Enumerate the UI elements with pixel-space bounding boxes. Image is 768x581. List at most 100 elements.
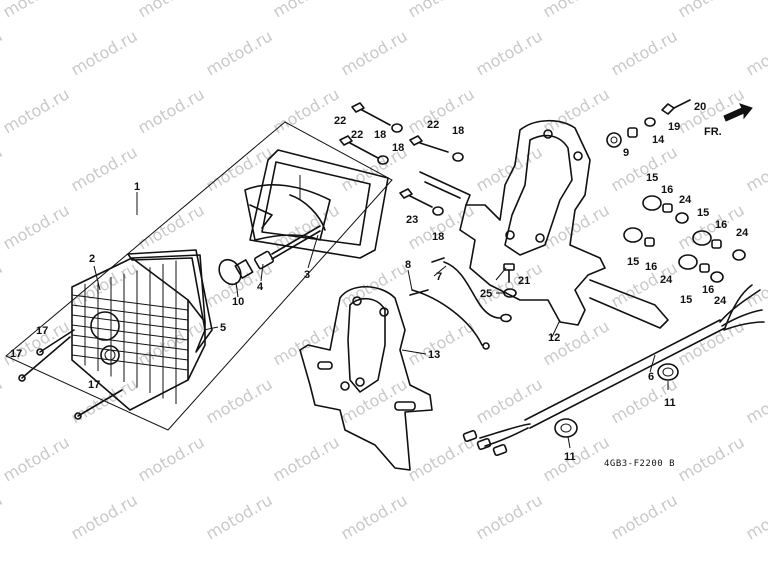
callout-22: 22 <box>351 129 363 141</box>
watermark-text: motod.ru <box>743 258 768 311</box>
watermark-text: motod.ru <box>0 258 6 311</box>
watermark-text: motod.ru <box>338 26 411 79</box>
diagram-code: 4GB3-F2200 B <box>604 459 675 469</box>
watermark-text: motod.ru <box>0 26 6 79</box>
callout-10: 10 <box>232 296 244 308</box>
callout-4: 4 <box>257 281 264 293</box>
watermark-text: motod.ru <box>68 258 141 311</box>
rubber-mount <box>607 133 621 147</box>
cushion-set <box>624 228 654 246</box>
grommet <box>555 419 577 437</box>
callout-22: 22 <box>334 115 346 127</box>
watermark-text: motod.ru <box>743 26 768 79</box>
watermark-text: motod.ru <box>203 142 276 195</box>
washer <box>392 124 402 132</box>
watermark-text: motod.ru <box>338 258 411 311</box>
watermark-text: motod.ru <box>203 26 276 79</box>
callout-24: 24 <box>660 274 673 286</box>
watermark-text: motod.ru <box>675 0 748 21</box>
watermark-text: motod.ru <box>405 84 478 137</box>
watermark-text: motod.ru <box>473 374 546 427</box>
watermark-text: motod.ru <box>743 490 768 543</box>
callout-24: 24 <box>679 194 692 206</box>
callout-18: 18 <box>432 231 444 243</box>
watermark-text: motod.ru <box>68 490 141 543</box>
washer <box>453 153 463 161</box>
watermark-text: motod.ru <box>0 142 6 195</box>
callout-18: 18 <box>452 125 464 137</box>
callout-18: 18 <box>374 129 386 141</box>
watermark-text: motod.ru <box>270 432 343 485</box>
collar <box>628 128 637 137</box>
cushion-set <box>679 255 723 282</box>
callout-11: 11 <box>564 451 576 463</box>
watermark-text: motod.ru <box>473 258 546 311</box>
callout-25: 25 <box>480 288 492 300</box>
callout-15: 15 <box>646 172 658 184</box>
watermark-text: motod.ru <box>473 490 546 543</box>
bolt <box>400 189 432 207</box>
watermark-text: motod.ru <box>405 432 478 485</box>
watermark-text: motod.ru <box>405 0 478 21</box>
callout-1: 1 <box>134 181 140 193</box>
watermark-text: motod.ru <box>608 490 681 543</box>
callout-7: 7 <box>436 271 442 283</box>
callout-5: 5 <box>220 322 226 334</box>
callout-11: 11 <box>664 397 676 409</box>
callout-13: 13 <box>428 349 440 361</box>
callout-2: 2 <box>89 253 95 265</box>
watermark-text: motod.ru <box>270 0 343 21</box>
front-direction-label: FR. <box>704 126 722 138</box>
watermark-text: motod.ru <box>0 374 6 427</box>
callout-21: 21 <box>518 275 530 287</box>
callout-23: 23 <box>406 214 418 226</box>
watermark-text: motod.ru <box>338 490 411 543</box>
watermark-text: motod.ru <box>135 0 208 21</box>
watermark-text: motod.ru <box>135 200 208 253</box>
callout-17: 17 <box>36 325 48 337</box>
watermark-text: motod.ru <box>540 0 613 21</box>
watermark-text: motod.ru <box>0 432 73 485</box>
callout-9: 9 <box>623 147 629 159</box>
bolt <box>410 136 448 152</box>
watermark-text: motod.ru <box>675 432 748 485</box>
callout-16: 16 <box>661 184 673 196</box>
watermark-text: motod.ru <box>540 432 613 485</box>
washer <box>645 118 655 126</box>
watermark-text: motod.ru <box>473 26 546 79</box>
watermark-text: motod.ru <box>203 374 276 427</box>
watermark-text: motod.ru <box>0 84 73 137</box>
callout-16: 16 <box>702 284 714 296</box>
callout-12: 12 <box>548 332 560 344</box>
callout-15: 15 <box>627 256 639 268</box>
watermark-text: motod.ru <box>135 432 208 485</box>
callout-14: 14 <box>652 134 665 146</box>
wire-harness <box>463 285 764 456</box>
watermark-text: motod.ru <box>0 490 6 543</box>
callout-18: 18 <box>392 142 404 154</box>
callout-17: 17 <box>10 348 22 360</box>
watermark-text: motod.ru <box>68 142 141 195</box>
callout-6: 6 <box>648 371 654 383</box>
callout-8: 8 <box>405 259 411 271</box>
bolt <box>352 103 390 125</box>
callout-15: 15 <box>680 294 692 306</box>
watermark-text: motod.ru <box>68 26 141 79</box>
watermark-text: motod.ru <box>0 0 73 21</box>
taillight-group-outline <box>6 122 392 430</box>
watermark-text: motod.ru <box>608 26 681 79</box>
callout-20: 20 <box>694 101 706 113</box>
callout-22: 22 <box>427 119 439 131</box>
bolt <box>662 100 690 114</box>
callout-19: 19 <box>668 121 680 133</box>
washer <box>433 207 443 215</box>
callout-17: 17 <box>88 379 100 391</box>
watermark-text: motod.ru <box>0 200 73 253</box>
watermark-text: motod.ru <box>135 84 208 137</box>
watermark-text: motod.ru <box>473 142 546 195</box>
watermark-text: motod.ru <box>203 490 276 543</box>
callout-3: 3 <box>304 269 310 281</box>
watermark-text: motod.ru <box>743 374 768 427</box>
callout-24: 24 <box>714 295 727 307</box>
